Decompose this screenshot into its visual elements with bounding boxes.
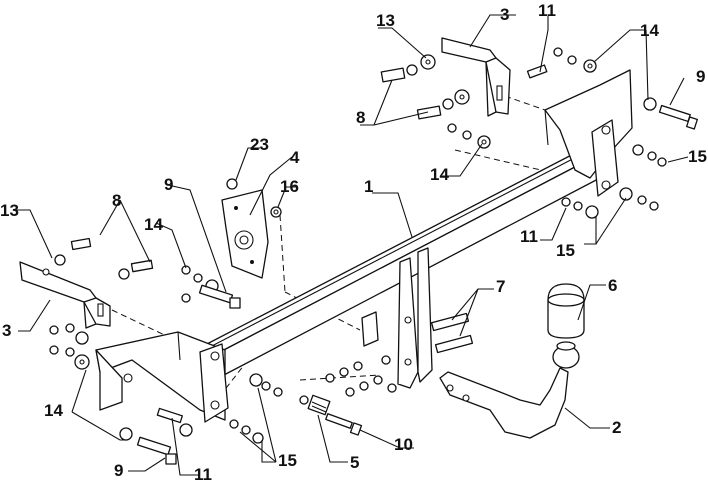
callout-14-topright: 14 [640, 21, 659, 40]
callout-7: 7 [496, 277, 505, 296]
callout-6: 6 [608, 276, 617, 295]
callout-13-left: 13 [0, 201, 19, 220]
callout-14-left-bottom: 14 [44, 401, 63, 420]
callout-1: 1 [364, 177, 373, 196]
callout-11-right: 11 [520, 227, 538, 246]
ball-cap [547, 283, 585, 339]
callout-8-right: 8 [356, 108, 365, 127]
socket-plate [221, 189, 269, 279]
callout-9-topleft: 9 [164, 175, 173, 194]
left-beam-flange [95, 331, 229, 423]
callout-3-right: 3 [500, 5, 509, 24]
callout-10: 10 [394, 435, 413, 454]
callout-15-right-low: 15 [556, 241, 575, 260]
callout-16: 16 [280, 177, 299, 196]
callout-15-right: 15 [688, 147, 707, 166]
callout-23: 23 [250, 135, 269, 154]
right-beam-flange [544, 69, 633, 197]
callout-4: 4 [290, 148, 300, 167]
callout-9-right: 9 [696, 67, 705, 86]
callout-3-left: 3 [2, 321, 11, 340]
callout-11-bottom: 11 [194, 465, 212, 484]
callout-14-left-top: 14 [144, 215, 163, 234]
right-side-bracket [441, 37, 511, 117]
callout-2: 2 [612, 418, 621, 437]
callout-9-bottom: 9 [114, 461, 123, 480]
left-side-bracket [19, 261, 111, 329]
ball-mount-bracket [361, 247, 433, 389]
callout-14-mid: 14 [430, 165, 449, 184]
tow-ball-neck [439, 341, 580, 439]
callout-11-top: 11 [538, 1, 556, 20]
leader-lines [16, 14, 689, 476]
fastener-hardware [49, 47, 698, 465]
callout-5: 5 [350, 453, 359, 472]
callout-8-left: 8 [112, 191, 121, 210]
callout-15-bottom: 15 [278, 451, 297, 470]
callout-13-right: 13 [376, 11, 395, 30]
